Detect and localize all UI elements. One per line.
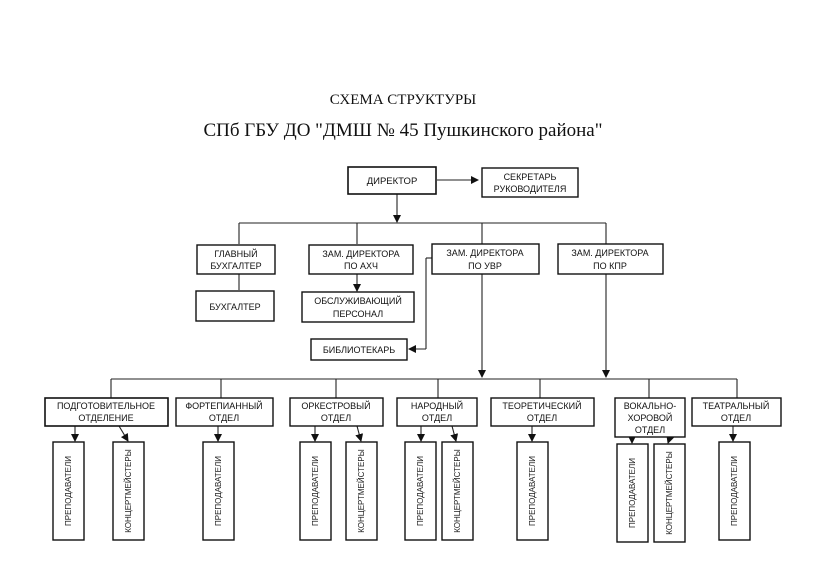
dept-piano-box: ФОРТЕПИАННЫЙ ОТДЕЛ [175, 397, 274, 427]
chief-accountant-line1: ГЛАВНЫЙ [214, 248, 257, 259]
director-box: ДИРЕКТОР [347, 166, 437, 195]
dept-theory-line1: ТЕОРЕТИЧЕСКИЙ [502, 400, 581, 411]
dept-folk-box: НАРОДНЫЙ ОТДЕЛ [396, 397, 478, 427]
librarian-box: БИБЛИОТЕКАРЬ [310, 338, 408, 361]
deputy-ahch-line2: ПО АХЧ [344, 261, 378, 271]
secretary-label-line1: СЕКРЕТАРЬ [504, 172, 557, 182]
dept-orchestra-line2: ОТДЕЛ [321, 413, 351, 423]
dept-vocal-box: ВОКАЛЬНО- ХОРОВОЙ ОТДЕЛ [614, 397, 686, 438]
deputy-kpr-box: ЗАМ. ДИРЕКТОРА ПО КПР [557, 243, 664, 275]
staff-vocal-accompanists: КОНЦЕРТМЕЙСТЕРЫ [653, 443, 686, 543]
deputy-ahch-line1: ЗАМ. ДИРЕКТОРА [322, 249, 399, 259]
service-staff-line1: ОБСЛУЖИВАЮЩИЙ [314, 295, 402, 306]
staff-orchestra-teachers: ПРЕПОДАВАТЕЛИ [299, 441, 332, 541]
staff-prep-teachers: ПРЕПОДАВАТЕЛИ [52, 441, 85, 541]
deputy-uvr-line1: ЗАМ. ДИРЕКТОРА [446, 248, 523, 258]
service-staff-box: ОБСЛУЖИВАЮЩИЙ ПЕРСОНАЛ [301, 291, 415, 323]
staff-vocal-teachers-label: ПРЕПОДАВАТЕЛИ [628, 458, 637, 528]
staff-theatre-teachers-label: ПРЕПОДАВАТЕЛИ [730, 456, 739, 526]
staff-theatre-teachers: ПРЕПОДАВАТЕЛИ [718, 441, 751, 541]
dept-orchestra-line1: ОРКЕСТРОВЫЙ [301, 400, 370, 411]
dept-folk-line1: НАРОДНЫЙ [411, 400, 463, 411]
dept-piano-line2: ОТДЕЛ [209, 413, 239, 423]
deputy-ahch-box: ЗАМ. ДИРЕКТОРА ПО АХЧ [308, 244, 414, 275]
dept-prep-line1: ПОДГОТОВИТЕЛЬНОЕ [57, 401, 155, 411]
staff-vocal-teachers: ПРЕПОДАВАТЕЛИ [616, 443, 649, 543]
deputy-uvr-box: ЗАМ. ДИРЕКТОРА ПО УВР [431, 243, 540, 275]
staff-folk-accompanists: КОНЦЕРТМЕЙСТЕРЫ [441, 441, 474, 541]
director-label: ДИРЕКТОР [367, 176, 418, 187]
dept-orchestra-box: ОРКЕСТРОВЫЙ ОТДЕЛ [289, 397, 384, 427]
dept-theatre-line2: ОТДЕЛ [721, 413, 751, 423]
accountant-box: БУХГАЛТЕР [195, 290, 275, 322]
staff-orchestra-accompanists: КОНЦЕРТМЕЙСТЕРЫ [345, 441, 378, 541]
dept-folk-line2: ОТДЕЛ [422, 413, 452, 423]
staff-folk-teachers: ПРЕПОДАВАТЕЛИ [404, 441, 437, 541]
librarian-label: БИБЛИОТЕКАРЬ [323, 345, 395, 355]
chief-accountant-box: ГЛАВНЫЙ БУХГАЛТЕР [196, 244, 276, 275]
staff-orchestra-accompanists-label: КОНЦЕРТМЕЙСТЕРЫ [357, 449, 366, 533]
connectors [71, 176, 738, 444]
diagram-title: СХЕМА СТРУКТУРЫ [329, 92, 477, 108]
dept-theatre-box: ТЕАТРАЛЬНЫЙ ОТДЕЛ [691, 397, 782, 427]
dept-vocal-line2: ХОРОВОЙ [628, 412, 673, 423]
staff-piano-teachers: ПРЕПОДАВАТЕЛИ [202, 441, 235, 541]
dept-vocal-line3: ОТДЕЛ [635, 425, 665, 435]
staff-piano-teachers-label: ПРЕПОДАВАТЕЛИ [214, 456, 223, 526]
staff-folk-accompanists-label: КОНЦЕРТМЕЙСТЕРЫ [453, 449, 462, 533]
service-staff-line2: ПЕРСОНАЛ [333, 309, 383, 319]
staff-orchestra-teachers-label: ПРЕПОДАВАТЕЛИ [311, 456, 320, 526]
staff-folk-teachers-label: ПРЕПОДАВАТЕЛИ [416, 456, 425, 526]
deputy-uvr-line2: ПО УВР [468, 261, 502, 271]
deputy-kpr-line2: ПО КПР [593, 261, 627, 271]
dept-theory-box: ТЕОРЕТИЧЕСКИЙ ОТДЕЛ [490, 397, 595, 427]
staff-prep-accompanists: КОНЦЕРТМЕЙСТЕРЫ [112, 441, 145, 541]
dept-prep-box: ПОДГОТОВИТЕЛЬНОЕ ОТДЕЛЕНИЕ [44, 397, 169, 427]
staff-theory-teachers-label: ПРЕПОДАВАТЕЛИ [528, 456, 537, 526]
deputy-kpr-line1: ЗАМ. ДИРЕКТОРА [571, 248, 648, 258]
staff-vocal-accompanists-label: КОНЦЕРТМЕЙСТЕРЫ [665, 451, 674, 535]
dept-prep-line2: ОТДЕЛЕНИЕ [78, 413, 133, 423]
staff-prep-teachers-label: ПРЕПОДАВАТЕЛИ [64, 456, 73, 526]
diagram-subtitle: СПб ГБУ ДО "ДМШ № 45 Пушкинского района" [203, 120, 603, 141]
chief-accountant-line2: БУХГАЛТЕР [210, 261, 261, 271]
staff-theory-teachers: ПРЕПОДАВАТЕЛИ [516, 441, 549, 541]
dept-piano-line1: ФОРТЕПИАННЫЙ [185, 400, 262, 411]
secretary-label-line2: РУКОВОДИТЕЛЯ [494, 184, 567, 194]
staff-prep-accompanists-label: КОНЦЕРТМЕЙСТЕРЫ [124, 449, 133, 533]
accountant-label: БУХГАЛТЕР [209, 302, 260, 312]
secretary-box: СЕКРЕТАРЬ РУКОВОДИТЕЛЯ [481, 167, 579, 198]
dept-theory-line2: ОТДЕЛ [527, 413, 557, 423]
dept-vocal-line1: ВОКАЛЬНО- [624, 401, 676, 411]
dept-theatre-line1: ТЕАТРАЛЬНЫЙ [703, 400, 770, 411]
